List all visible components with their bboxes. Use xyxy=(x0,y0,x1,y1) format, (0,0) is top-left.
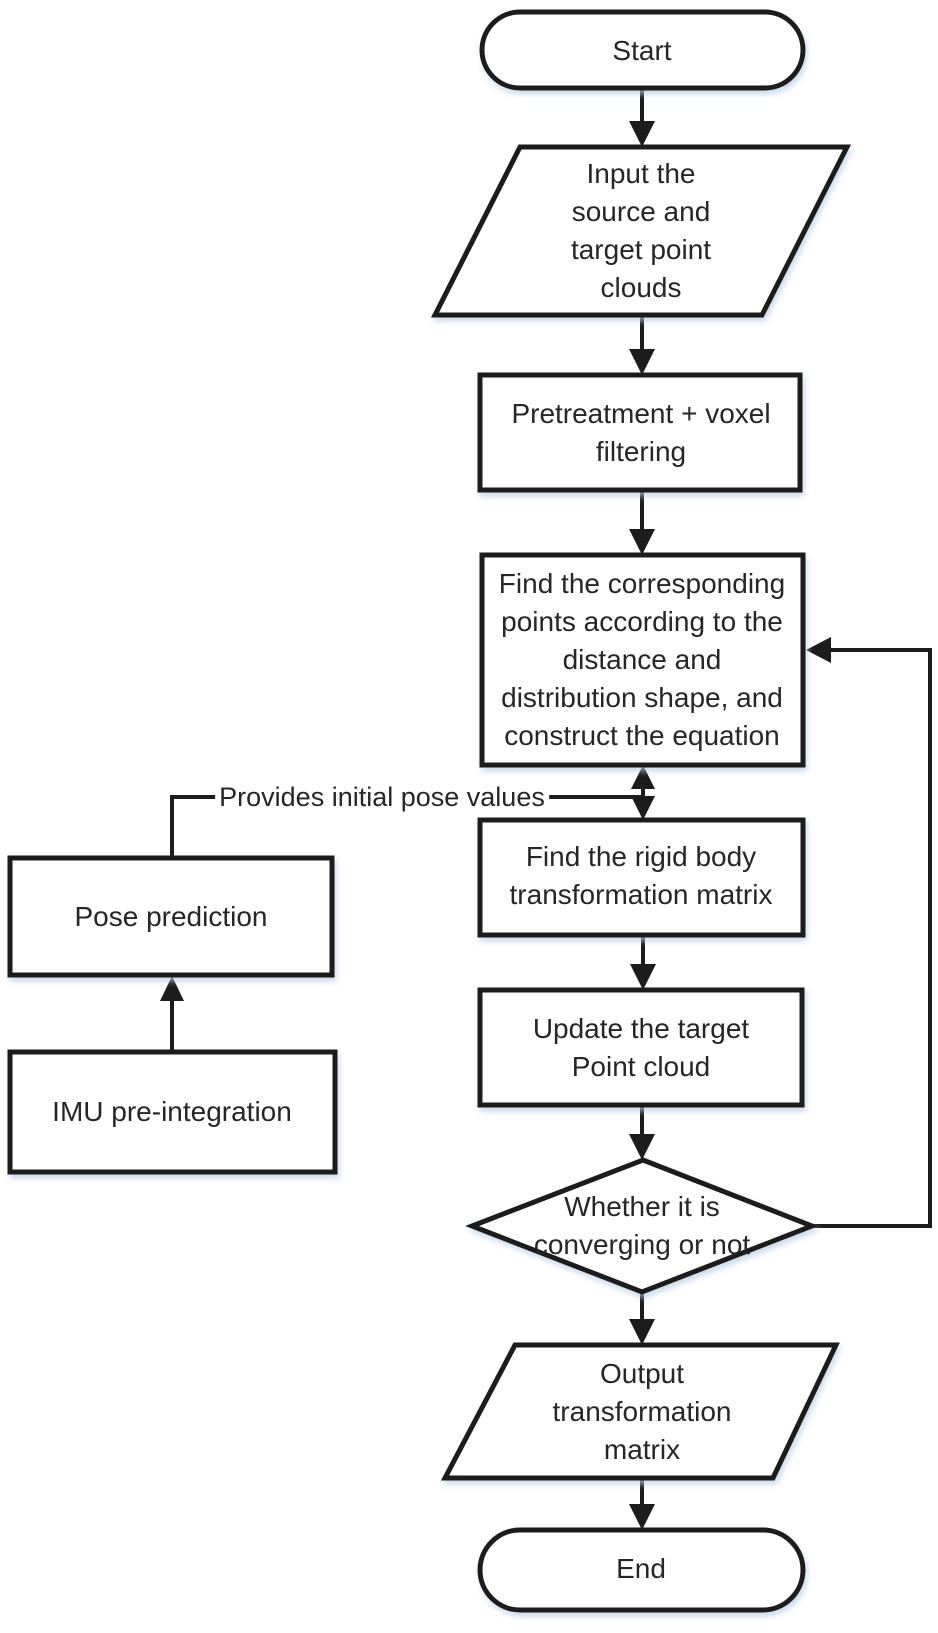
arrowhead-input-to-pretreatment xyxy=(629,349,655,375)
imu-preintegration-label: IMU pre-integration xyxy=(52,1096,292,1127)
arrowhead-decision-to-output xyxy=(629,1319,655,1345)
arrowhead-imu-to-pose xyxy=(160,976,184,1001)
end-label: End xyxy=(616,1553,666,1584)
update-target-label: Update the target Point cloud xyxy=(532,1013,750,1082)
output-matrix-label: Output transformation matrix xyxy=(552,1358,732,1465)
node-start-terminator xyxy=(479,9,806,91)
node-find-rigid-body-rect xyxy=(477,817,806,938)
node-pretreatment-rect xyxy=(477,372,803,493)
pose-prediction-label: Pose prediction xyxy=(74,901,268,932)
find-corresponding-label: Find the corresponding points according … xyxy=(498,568,786,751)
node-pose-prediction-rect xyxy=(7,855,335,978)
converging-decision-label: Whether it is converging or not xyxy=(533,1191,751,1260)
nodes xyxy=(7,9,852,1613)
node-find-corresponding-rect xyxy=(479,552,806,768)
edge-label-provides-initial-pose: Provides initial pose values xyxy=(215,781,549,813)
input-clouds-label: Input the source and target point clouds xyxy=(570,158,712,303)
arrowhead-junction-up xyxy=(631,765,655,789)
edge-feedback-loop xyxy=(812,648,932,1228)
node-update-target-rect xyxy=(477,987,805,1108)
arrowhead-junction-down xyxy=(631,796,655,820)
find-rigid-body-label: Find the rigid body transformation matri… xyxy=(509,841,773,910)
arrowhead-update-to-decision xyxy=(629,1134,655,1160)
start-label: Start xyxy=(612,35,672,66)
arrowhead-feedback-loop xyxy=(806,637,831,663)
node-output-parallelogram xyxy=(440,1342,840,1481)
pretreatment-label: Pretreatment + voxel filtering xyxy=(511,398,771,467)
arrowhead-pretreatment-to-find xyxy=(629,529,655,555)
arrowhead-output-to-end xyxy=(629,1504,655,1530)
node-imu-preintegration-rect xyxy=(7,1049,338,1175)
arrowhead-rigid-to-update xyxy=(630,964,656,990)
node-end-terminator xyxy=(477,1527,806,1613)
node-decision-diamond xyxy=(465,1157,819,1295)
edges xyxy=(160,88,932,1530)
node-input-parallelogram xyxy=(430,144,852,318)
arrowhead-start-to-input xyxy=(629,121,655,147)
